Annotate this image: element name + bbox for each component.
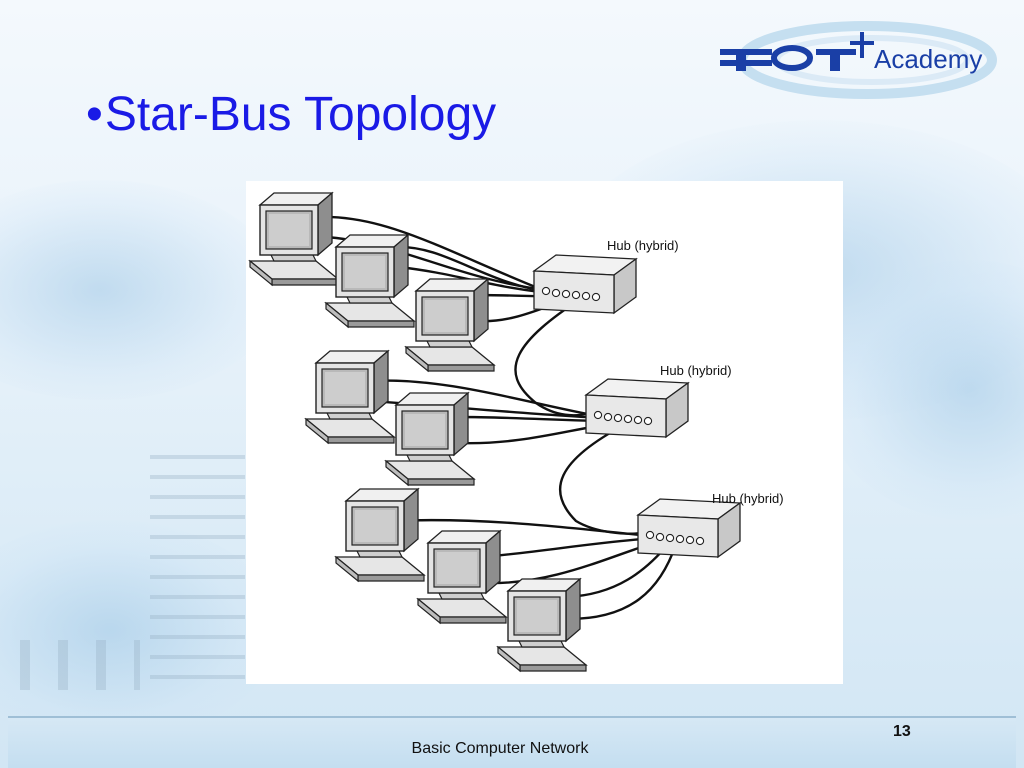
computer — [325, 234, 415, 328]
logo-letter-o — [771, 45, 813, 71]
computer — [405, 278, 495, 372]
footer-title: Basic Computer Network — [411, 740, 589, 757]
hub-label: Hub (hybrid) — [660, 363, 732, 378]
cable — [482, 536, 658, 559]
footer-bar — [8, 716, 1016, 768]
cable — [559, 422, 644, 535]
cable — [318, 215, 540, 290]
cable — [368, 379, 600, 418]
hub — [533, 254, 637, 314]
computer — [385, 392, 475, 486]
diagram-panel: Hub (hybrid) Hub (hybrid) Hub (hybrid) — [246, 181, 843, 684]
computer — [305, 350, 395, 444]
background-building — [20, 640, 140, 690]
logo-letter-bar — [736, 49, 746, 71]
slide-title: •Star-Bus Topology — [86, 86, 496, 144]
hub — [637, 498, 741, 558]
cable — [514, 296, 592, 417]
cable — [394, 245, 554, 294]
hub-label: Hub (hybrid) — [607, 238, 679, 253]
slide-number: 13 — [893, 723, 911, 740]
cable — [390, 518, 652, 538]
background-building — [150, 455, 245, 690]
background-cloud — [0, 520, 280, 740]
title-bullet: • — [86, 88, 103, 141]
computer — [249, 192, 339, 286]
computer — [335, 488, 425, 582]
hub — [585, 378, 689, 438]
star-bus-diagram: Hub (hybrid) Hub (hybrid) Hub (hybrid) — [249, 192, 784, 672]
title-text: Star-Bus Topology — [104, 88, 497, 141]
logo-letter-bar — [830, 49, 840, 71]
academy-logo: Academy — [720, 21, 997, 99]
logo-text: Academy — [874, 44, 982, 74]
computer — [417, 530, 507, 624]
logo-plus — [850, 32, 874, 58]
hub-label: Hub (hybrid) — [712, 491, 784, 506]
computer — [497, 578, 587, 672]
background-cloud — [0, 180, 280, 400]
cable — [566, 542, 678, 621]
